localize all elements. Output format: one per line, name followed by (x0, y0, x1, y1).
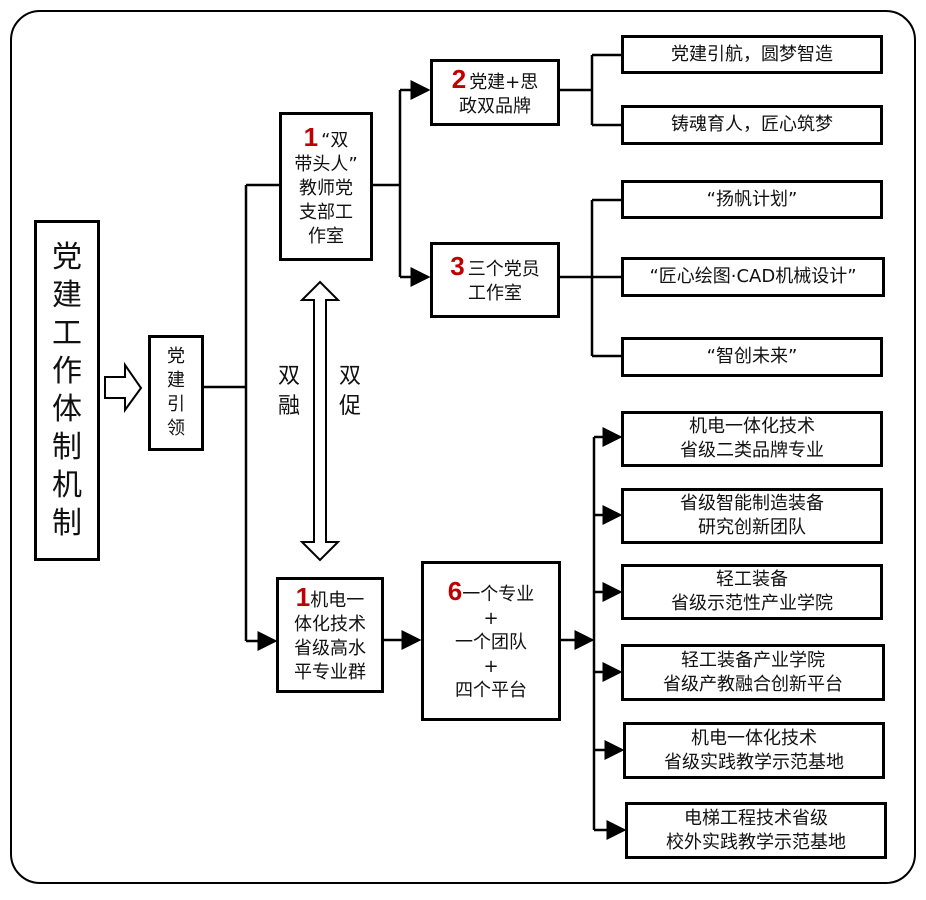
item-text: 铸魂育人，匠心筑梦 (671, 114, 833, 135)
text-line: 体化技术 (294, 614, 366, 635)
one-team-four-platforms-box: 6一个专业 + 一个团队 + 四个平台 (421, 561, 561, 721)
item-text: 党建引航，圆梦智造 (671, 43, 833, 65)
title-box: 党建工作体制机制 (34, 220, 100, 561)
item-text: 省级智能制造装备 (680, 493, 824, 514)
title-char: 制 (52, 429, 82, 465)
title-char: 机 (52, 467, 82, 503)
mutual-char: 双 (277, 364, 300, 389)
text-line: 四个平台 (455, 680, 527, 701)
major-group-box: 1机电一 体化技术 省级高水 平专业群 (276, 577, 384, 693)
text-line: 省级高水 (294, 638, 366, 659)
text-line: 一个团队 (455, 632, 527, 653)
text-line: 工作室 (468, 283, 522, 304)
line-1: 1“双 (303, 121, 349, 153)
title-char: 工 (52, 315, 82, 351)
number-badge: 3 (450, 251, 465, 281)
text-line: 政双品牌 (459, 95, 531, 117)
brand-item: 铸魂育人，匠心筑梦 (621, 105, 883, 145)
lead-char: 建 (167, 370, 185, 391)
number-badge: 1 (295, 582, 311, 612)
title-char: 建 (52, 277, 82, 313)
line-1: 6一个专业 (447, 576, 535, 607)
item-text: 轻工装备 (716, 569, 788, 590)
platform-item: 轻工装备产业学院省级产教融合创新平台 (621, 644, 885, 701)
hollow-arrow-icon (104, 361, 143, 414)
item-text: 轻工装备产业学院 (681, 649, 825, 671)
item-text: “扬帆计划” (706, 188, 798, 210)
dual-leader-studio-box: 1“双 带头人” 教师党 支部工 作室 (279, 112, 373, 261)
mutual-char: 促 (338, 394, 361, 419)
item-text: 研究创新团队 (698, 517, 806, 538)
double-arrow-icon (299, 280, 341, 562)
title-char: 作 (52, 353, 82, 389)
platform-item: 省级智能制造装备研究创新团队 (621, 488, 883, 544)
platform-item: 轻工装备省级示范性产业学院 (621, 564, 883, 620)
mutual-right-label: 双促 (336, 362, 364, 422)
platform-item: 机电一体化技术省级实践教学示范基地 (623, 722, 885, 779)
lead-box: 党建引领 (148, 335, 204, 451)
lead-char: 领 (167, 418, 185, 439)
brand-item: 党建引航，圆梦智造 (621, 35, 883, 74)
item-text: 省级二类品牌专业 (680, 440, 824, 461)
item-text: 电梯工程技术省级 (684, 807, 828, 829)
item-text: “智创未来” (706, 346, 798, 367)
title-char: 制 (52, 505, 82, 541)
mutual-left-label: 双融 (275, 362, 303, 422)
plus-sign: + (483, 608, 499, 629)
studio-item: “扬帆计划” (621, 180, 883, 219)
title-char: 体 (52, 391, 82, 427)
text-line: 三个党员 (467, 259, 540, 280)
text-line: 党建+思 (469, 71, 539, 93)
text-line: 支部工 (299, 201, 353, 223)
item-text: 省级产教融合创新平台 (663, 673, 843, 695)
text-line: 机电一 (310, 590, 365, 611)
lead-char: 引 (167, 394, 185, 415)
number-badge: 2 (451, 63, 467, 94)
text-line: 一个专业 (462, 584, 535, 605)
line-1: 1机电一 (295, 582, 365, 613)
platform-item: 机电一体化技术省级二类品牌专业 (621, 411, 883, 467)
text-line: “双 (321, 129, 349, 151)
plus-sign: + (483, 656, 499, 677)
item-text: 校外实践教学示范基地 (666, 831, 846, 853)
text-line: 教师党 (299, 177, 353, 199)
number-badge: 1 (303, 121, 319, 152)
item-text: “匠心绘图·CAD机械设计” (649, 266, 857, 287)
lead-char: 党 (167, 346, 185, 367)
item-text: 省级示范性产业学院 (671, 593, 833, 614)
studio-item: “匠心绘图·CAD机械设计” (621, 257, 885, 297)
outer-frame (10, 10, 916, 884)
mutual-char: 双 (338, 364, 361, 389)
text-line: 带头人” (294, 153, 358, 175)
platform-item: 电梯工程技术省级校外实践教学示范基地 (625, 802, 887, 859)
number-badge: 6 (447, 576, 463, 606)
item-text: 机电一体化技术 (689, 416, 815, 437)
title-char: 党 (52, 239, 82, 275)
item-text: 机电一体化技术 (691, 727, 817, 749)
studio-item: “智创未来” (621, 337, 883, 377)
text-line: 作室 (308, 225, 344, 247)
item-text: 省级实践教学示范基地 (664, 751, 844, 773)
mutual-char: 融 (277, 394, 300, 419)
text-line: 平专业群 (294, 662, 366, 683)
